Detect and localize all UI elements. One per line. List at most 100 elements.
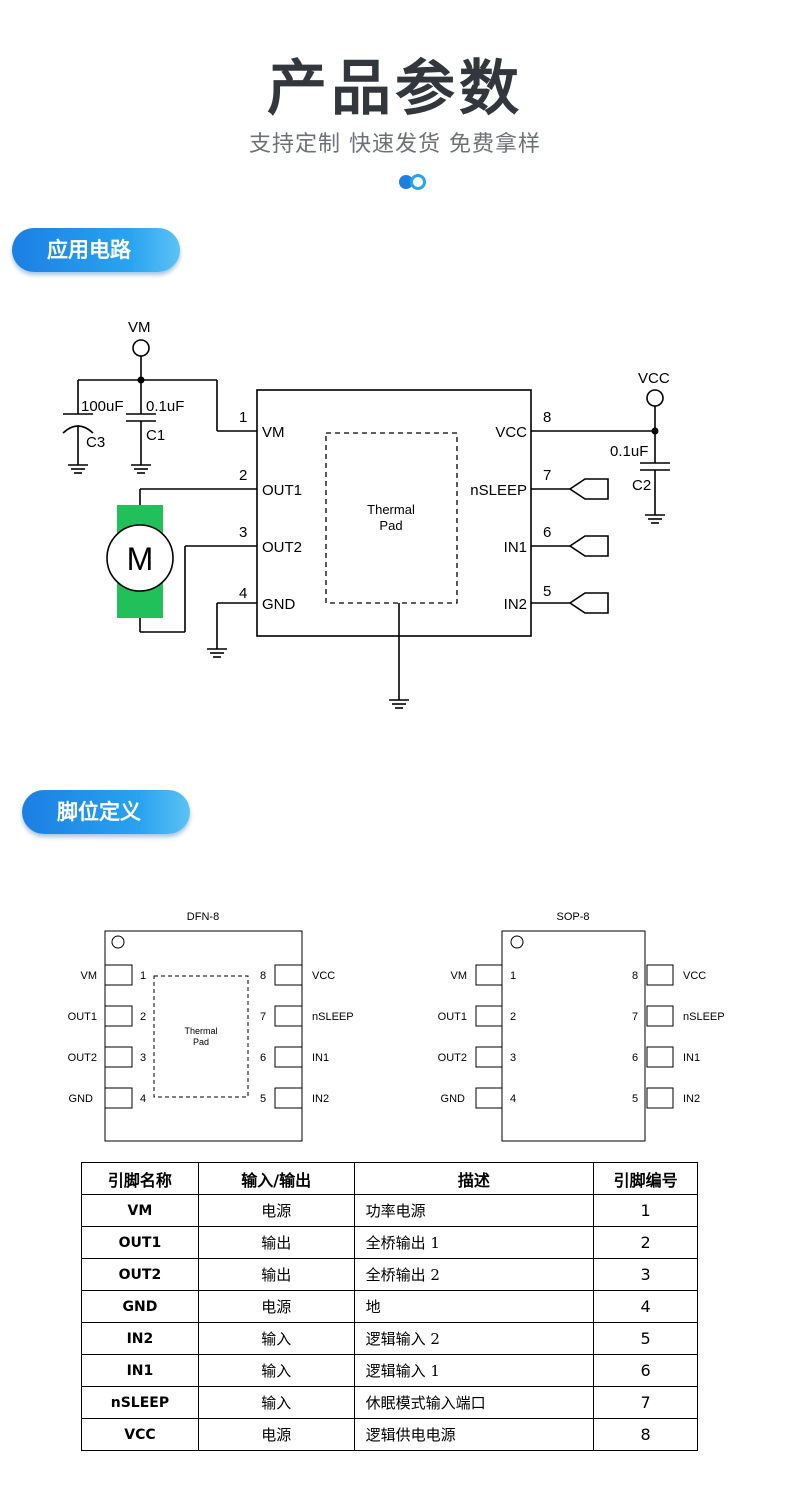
package-pinout-diagram: DFN-8 SOP-8 Thermal Pad VM 1 OUT1: [68, 911, 725, 1142]
page-title: 产品参数: [267, 54, 523, 124]
pin-number: 7: [543, 467, 551, 484]
table-header: 描述: [353, 1162, 595, 1195]
table-row: OUT1 输出 全桥输出 1 2: [81, 1226, 698, 1259]
table-row: VM 电源 功率电源 1: [81, 1194, 698, 1227]
table-cell: 4: [593, 1290, 698, 1323]
pin-name: IN1: [683, 1052, 700, 1064]
pin-number: 7: [260, 1011, 266, 1023]
pin-name: GND: [262, 596, 296, 613]
pin-name: VM: [451, 970, 468, 982]
pin-number: 1: [239, 409, 247, 426]
table-cell: 8: [593, 1418, 698, 1451]
pin-name: VM: [81, 970, 98, 982]
thermal-pad: [325, 432, 458, 604]
pin-name: nSLEEP: [470, 482, 527, 499]
dfn-title: DFN-8: [187, 911, 219, 923]
section-badge-circuit: 应用电路: [12, 228, 180, 272]
vcc-label: VCC: [638, 370, 670, 387]
c3-name: C3: [86, 434, 105, 451]
ic-chip-body: [256, 389, 532, 637]
pin-name: VCC: [495, 424, 527, 441]
thermal-pad-label: Thermal: [367, 502, 415, 517]
pin-number: 4: [140, 1093, 146, 1105]
table-cell: 3: [593, 1258, 698, 1291]
table-cell: 地: [353, 1290, 595, 1323]
pin-number: 2: [140, 1011, 146, 1023]
dfn-pad-label: Pad: [193, 1037, 209, 1047]
table-row: OUT2 输出 全桥输出 2 3: [81, 1258, 698, 1291]
pin-name: OUT1: [438, 1011, 467, 1023]
pin-number: 3: [140, 1052, 146, 1064]
table-cell: 全桥输出 1: [353, 1226, 595, 1259]
pin-number: 1: [510, 970, 516, 982]
table-cell: OUT1: [81, 1226, 199, 1259]
section-badge-pinout: 脚位定义: [22, 790, 190, 834]
table-row: GND 电源 地 4: [81, 1290, 698, 1323]
table-cell: 逻辑输入 1: [353, 1354, 595, 1387]
table-cell: 6: [593, 1354, 698, 1387]
table-header: 引脚名称: [81, 1162, 199, 1195]
pin-name: OUT1: [68, 1011, 97, 1023]
c2-name: C2: [632, 477, 651, 494]
pin-name: IN2: [504, 596, 527, 613]
pin-number: 8: [543, 409, 551, 426]
pin-name: nSLEEP: [683, 1011, 725, 1023]
pin-definition-table: 引脚名称 输入/输出 描述 引脚编号 VM 电源 功率电源 1 OUT1 输出 …: [81, 1162, 698, 1451]
table-header: 引脚编号: [593, 1162, 698, 1195]
table-cell: 2: [593, 1226, 698, 1259]
pin-number: 4: [510, 1093, 516, 1105]
table-cell: 电源: [197, 1290, 355, 1323]
table-header-row: 引脚名称 输入/输出 描述 引脚编号: [81, 1162, 698, 1195]
table-cell: 7: [593, 1386, 698, 1419]
table-cell: 电源: [197, 1194, 355, 1227]
pin-number: 5: [632, 1093, 638, 1105]
dfn-thermal-pad: [153, 975, 249, 1098]
pin-number: 7: [632, 1011, 638, 1023]
table-row: IN2 输入 逻辑输入 2 5: [81, 1322, 698, 1355]
table-header: 输入/输出: [197, 1162, 355, 1195]
pin-name: VM: [262, 424, 285, 441]
table-cell: VM: [81, 1194, 199, 1227]
table-cell: 输出: [197, 1226, 355, 1259]
table-cell: 功率电源: [353, 1194, 595, 1227]
pin-number: 2: [239, 467, 247, 484]
sop-title: SOP-8: [556, 911, 589, 923]
pin-name: OUT2: [438, 1052, 467, 1064]
pin-number: 6: [260, 1052, 266, 1064]
pin-name: OUT1: [262, 482, 302, 499]
pin-name: IN2: [312, 1093, 329, 1105]
table-cell: 输入: [197, 1354, 355, 1387]
pin-number: 3: [239, 524, 247, 541]
table-row: IN1 输入 逻辑输入 1 6: [81, 1354, 698, 1387]
table-cell: 5: [593, 1322, 698, 1355]
table-row: nSLEEP 输入 休眠模式输入端口 7: [81, 1386, 698, 1419]
pin-number: 5: [260, 1093, 266, 1105]
c1-value: 0.1uF: [146, 398, 184, 415]
pin-name: OUT2: [68, 1052, 97, 1064]
pin-name: GND: [441, 1093, 466, 1105]
pin-number: 2: [510, 1011, 516, 1023]
pin-number: 1: [140, 970, 146, 982]
nsleep-port-icon: [568, 478, 609, 500]
pin-name: IN2: [683, 1093, 700, 1105]
table-cell: 电源: [197, 1418, 355, 1451]
pin-number: 4: [239, 585, 247, 602]
pin-number: 8: [260, 970, 266, 982]
application-circuit-diagram: M VM VCC 100uF C3 0.1uF C1 0.1uF C2 1 VM…: [62, 319, 670, 709]
pin-number: 5: [543, 583, 551, 600]
table-cell: OUT2: [81, 1258, 199, 1291]
table-cell: 输出: [197, 1258, 355, 1291]
pin-number: 6: [543, 524, 551, 541]
c3-value: 100uF: [81, 398, 124, 415]
table-cell: 1: [593, 1194, 698, 1227]
table-cell: IN1: [81, 1354, 199, 1387]
pin-number: 3: [510, 1052, 516, 1064]
table-cell: 逻辑输入 2: [353, 1322, 595, 1355]
motor-label: M: [127, 541, 154, 577]
in1-port-icon: [568, 535, 609, 557]
pin-name: GND: [69, 1093, 94, 1105]
table-row: VCC 电源 逻辑供电电源 8: [81, 1418, 698, 1451]
pin-name: IN1: [504, 539, 527, 556]
pin1-marker-icon: [111, 935, 125, 949]
pin-name: OUT2: [262, 539, 302, 556]
